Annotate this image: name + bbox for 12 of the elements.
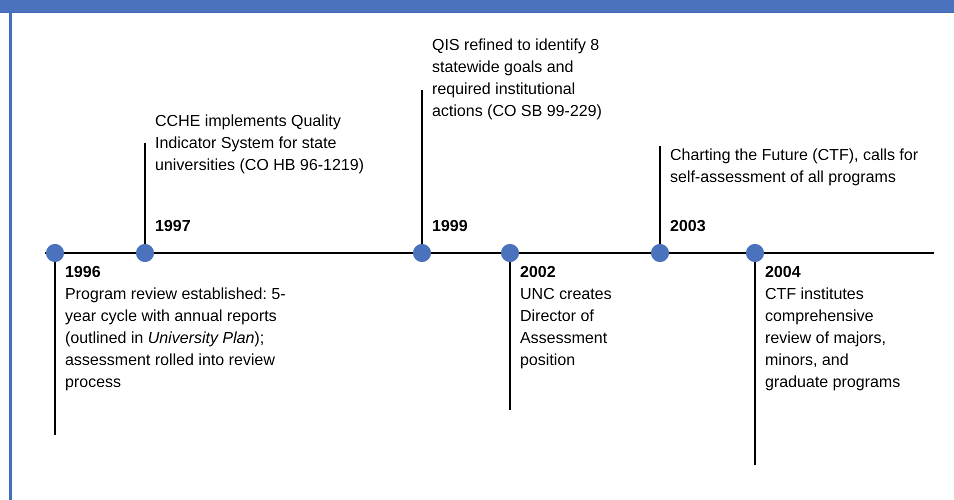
event-description: CCHE implements Quality Indicator System for state universities (CO HB 96-1219) xyxy=(155,112,365,176)
event-description: Program review established: 5-year cycle with annual reports (outlined in University Plan); assessment rolled into review process xyxy=(65,285,287,393)
event-description: CTF institutes comprehensive review of majors, minors, and graduate programs xyxy=(765,285,902,393)
year-label: 1996 xyxy=(65,263,101,283)
event-description: Charting the Future (CTF), calls for self-assessment of all programs xyxy=(670,146,920,188)
year-label: 2004 xyxy=(765,263,801,283)
event-description: UNC creates Director of Assessment position xyxy=(520,285,613,371)
year-label: 1997 xyxy=(155,217,191,237)
year-label: 1999 xyxy=(432,217,468,237)
year-label: 2002 xyxy=(520,263,556,283)
year-label: 2003 xyxy=(670,217,706,237)
event-description: QIS refined to identify 8 statewide goals and required institutional actions (CO SB 99-229) xyxy=(432,36,603,122)
